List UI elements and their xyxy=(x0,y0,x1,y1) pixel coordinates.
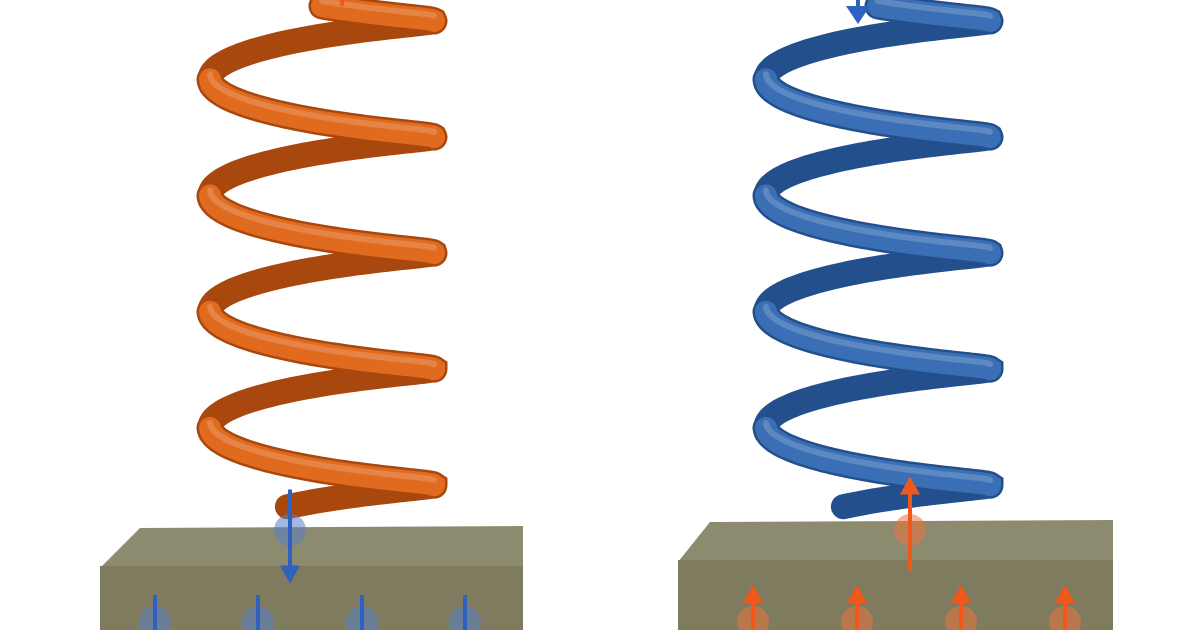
right-interface-spin-marker-head xyxy=(900,476,920,495)
left-substrate-spin-2 xyxy=(346,595,378,630)
left-panel xyxy=(100,0,523,630)
orange-helix-front-segment-0 xyxy=(311,0,445,32)
right-substrate-spins xyxy=(737,585,1081,630)
blue-helix-front-highlight-3 xyxy=(763,303,993,368)
left-substrate-spin-0 xyxy=(139,595,171,630)
orange-helix-front-segment-4 xyxy=(199,416,445,497)
orange-helix-front-highlight-2 xyxy=(207,187,437,252)
orange-helix-front-segment-1 xyxy=(199,68,445,149)
orange-helix-front-highlight-0 xyxy=(319,0,437,19)
right-substrate-spin-2 xyxy=(945,585,977,630)
right-substrate-spin-1 xyxy=(841,585,873,630)
orange-helix-front-segment-3 xyxy=(199,300,445,381)
blue-helix-front-segment-3 xyxy=(755,300,1001,381)
left-substrate-spin-3 xyxy=(449,595,481,630)
left-substrate-spin-1 xyxy=(242,595,274,630)
left-interface-spin xyxy=(274,489,306,584)
blue-helix-front-highlight-1 xyxy=(763,71,993,136)
orange-helix-front-highlight-4 xyxy=(207,419,437,484)
right-interface-spin xyxy=(894,476,926,571)
left-interface-spin-marker-head xyxy=(280,565,300,584)
blue-helix-front-segment-1 xyxy=(755,68,1001,149)
orange-helix-front-highlight-3 xyxy=(207,303,437,368)
right-substrate-spin-3 xyxy=(1049,585,1081,630)
right-interface-spin-marker xyxy=(894,476,926,571)
blue-helix-front-highlight-2 xyxy=(763,187,993,252)
blue-helix-front-highlight-4 xyxy=(763,419,993,484)
left-interface-spin-marker xyxy=(274,489,306,584)
blue-helix-front-segment-0 xyxy=(867,0,1001,32)
right-substrate-spin-0 xyxy=(737,585,769,630)
right-substrate-spin-1-head xyxy=(847,585,867,603)
orange-helix-front-highlight-1 xyxy=(207,71,437,136)
blue-helix-front-highlight-0 xyxy=(875,0,993,19)
right-top-arrow-head xyxy=(846,6,870,24)
left-substrate-spins xyxy=(139,595,481,630)
right-block-top xyxy=(678,520,1113,562)
right-substrate-spin-0-head xyxy=(743,585,763,603)
right-panel xyxy=(678,0,1113,630)
right-substrate-spin-3-head xyxy=(1055,585,1075,603)
orange-helix-front-segment-2 xyxy=(199,184,445,265)
blue-helix-front-segment-4 xyxy=(755,416,1001,497)
blue-helix-front-segment-2 xyxy=(755,184,1001,265)
left-block-top xyxy=(100,526,523,568)
blue-helix xyxy=(752,0,1004,520)
right-substrate-spin-2-head xyxy=(951,585,971,603)
orange-helix xyxy=(196,0,448,520)
